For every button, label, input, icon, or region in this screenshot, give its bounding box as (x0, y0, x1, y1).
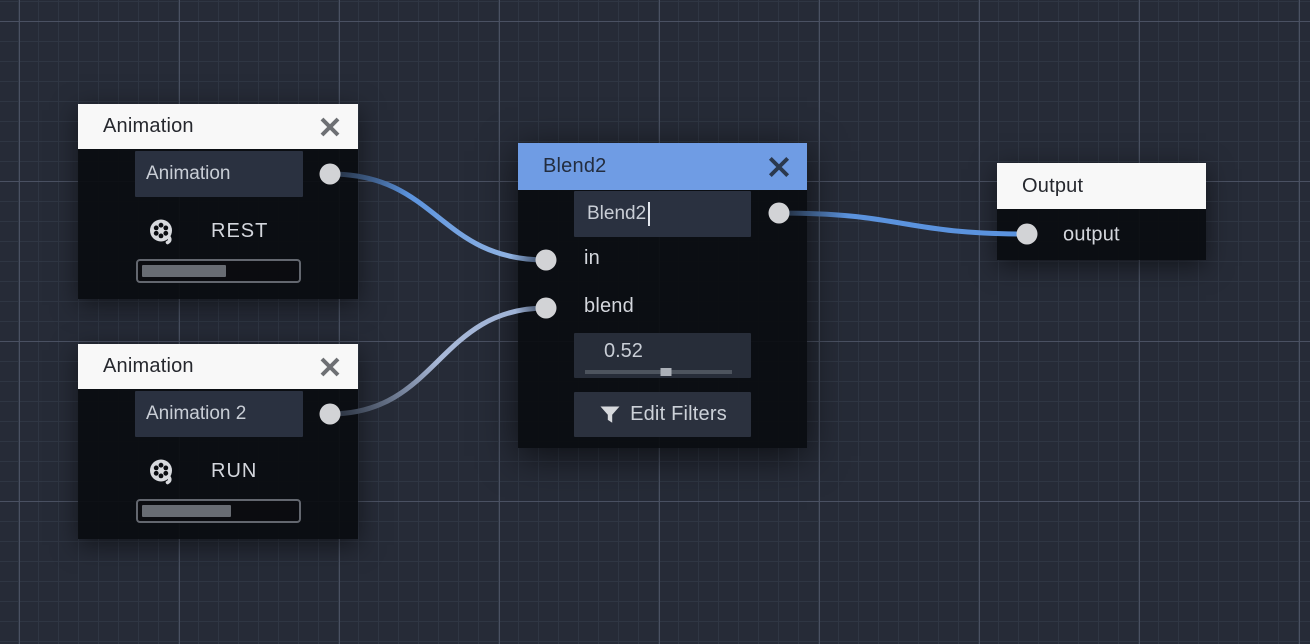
progress-fill (142, 265, 226, 277)
wire-animation2-to-blend-blend (327, 305, 549, 417)
close-icon (320, 117, 340, 136)
node-animation-2[interactable]: Animation Animation 2 (78, 344, 358, 539)
input-port-label-in: in (584, 247, 600, 269)
animation-progress-bar (136, 259, 301, 283)
node-blend2[interactable]: Blend2 Blend2 in blend 0.52 (518, 143, 807, 448)
animation-icon (150, 219, 172, 244)
node-animation-1-header[interactable]: Animation (78, 104, 358, 149)
node-output-header[interactable]: Output (997, 163, 1206, 209)
pose-label: RUN (211, 459, 258, 482)
close-button[interactable] (317, 354, 343, 380)
blend-amount-value: 0.52 (604, 340, 643, 362)
input-port-label-blend: blend (584, 295, 634, 317)
node-output[interactable]: Output output (997, 163, 1206, 260)
current-animation-row: RUN (148, 457, 257, 485)
node-name-value: Blend2 (587, 203, 647, 224)
node-animation-1-body: Animation REST (78, 149, 358, 299)
wire-blend2-to-output (776, 210, 1030, 237)
animation-icon (150, 459, 172, 484)
node-animation-2-header[interactable]: Animation (78, 344, 358, 389)
pose-label: REST (211, 219, 269, 242)
node-blend2-header[interactable]: Blend2 (518, 143, 807, 190)
node-output-body: output (997, 209, 1206, 260)
filter-icon (600, 406, 620, 423)
node-title: Blend2 (543, 155, 607, 177)
close-icon (768, 156, 790, 177)
current-animation-row: REST (148, 217, 268, 245)
edit-filters-button[interactable]: Edit Filters (574, 392, 751, 437)
animation-progress-bar (136, 499, 301, 523)
wire-animation1-to-blend-in (327, 171, 549, 263)
node-title: Output (1022, 174, 1084, 197)
node-title: Animation (103, 355, 194, 377)
animation-select-field[interactable]: Animation 2 (135, 391, 303, 437)
node-name-input[interactable]: Blend2 (574, 191, 751, 237)
node-animation-2-body: Animation 2 RUN (78, 389, 358, 539)
blend-amount-spinner[interactable]: 0.52 (574, 333, 751, 378)
animation-select-value: Animation 2 (146, 403, 247, 424)
animation-select-field[interactable]: Animation (135, 151, 303, 197)
edit-filters-label: Edit Filters (630, 403, 727, 425)
close-button[interactable] (317, 114, 343, 140)
node-blend2-body: Blend2 in blend 0.52 Edit Filters (518, 190, 807, 448)
node-title: Animation (103, 115, 194, 137)
progress-fill (142, 505, 231, 517)
close-icon (320, 357, 340, 376)
blend-amount-slider[interactable] (585, 368, 732, 376)
animation-select-value: Animation (146, 163, 231, 184)
text-cursor (648, 202, 651, 226)
output-port-label: output (1063, 223, 1120, 245)
close-button[interactable] (766, 154, 792, 180)
node-animation-1[interactable]: Animation Animation (78, 104, 358, 299)
slider-grabber[interactable] (660, 368, 672, 376)
